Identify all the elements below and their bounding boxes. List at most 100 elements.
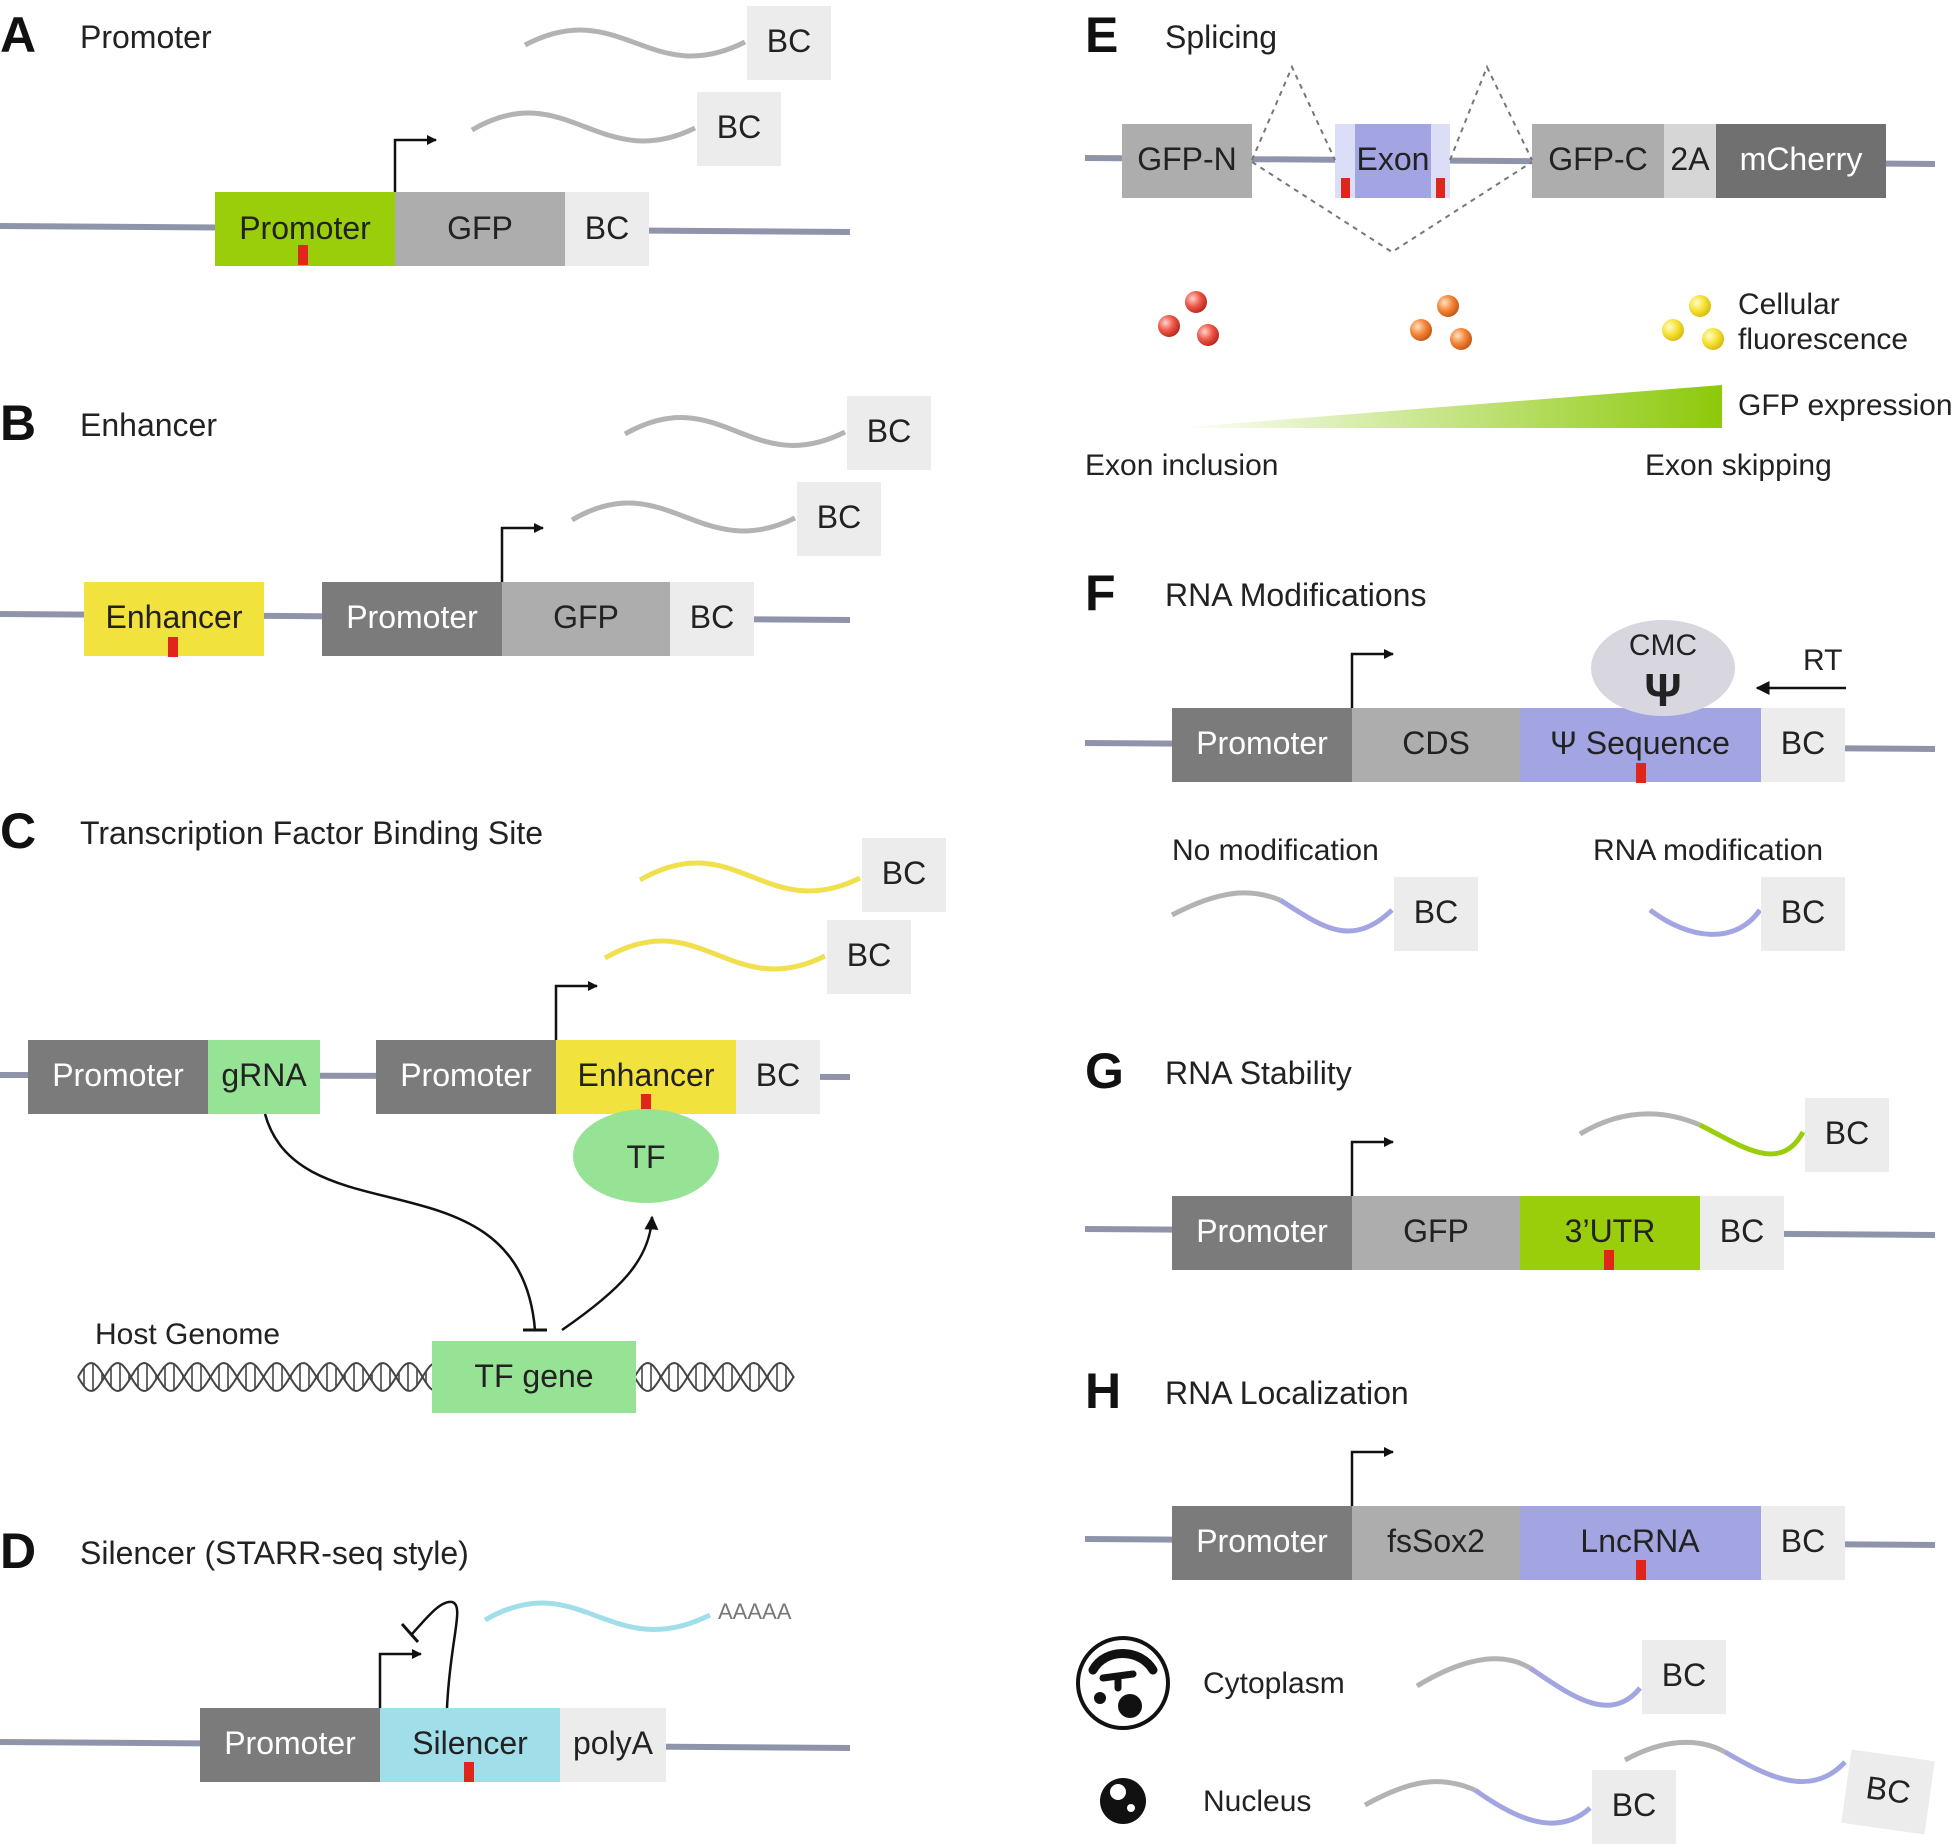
- barcode-label: BC: [585, 210, 629, 246]
- promoter-label: Promoter: [1196, 725, 1328, 761]
- transcript-barcode-label: BC: [717, 109, 761, 145]
- transcript-barcode: [827, 920, 911, 994]
- panel-letter: D: [0, 1523, 36, 1579]
- promoter-block: [200, 1708, 380, 1782]
- transcript-wave: [470, 110, 697, 144]
- mutation-marker: [1636, 763, 1646, 783]
- transcript-wave: [1473, 1787, 1592, 1826]
- repression-bar: [400, 1623, 420, 1643]
- transcript-barcode-label: BC: [1662, 1657, 1706, 1693]
- panel-title: Silencer (STARR-seq style): [80, 1535, 469, 1571]
- polya-tail-label: AAAAA: [718, 1599, 792, 1624]
- transcription-start-arrow: [1350, 1447, 1394, 1506]
- transcript-barcode: [1761, 877, 1845, 951]
- barcode-block: [1761, 1506, 1845, 1580]
- transcript-barcode-label: BC: [767, 23, 811, 59]
- gfp-block: [1352, 1196, 1520, 1270]
- barcode-block: [670, 582, 754, 656]
- panel-f: F RNA Modifications Promoter CDS Ψ Seque…: [1084, 565, 1936, 951]
- gfp-label: GFP: [553, 599, 619, 635]
- transcript-wave: [483, 1600, 712, 1632]
- orange-fluorescence-cells: [1410, 295, 1472, 350]
- promoter-block: [28, 1040, 208, 1114]
- t2a-label: 2A: [1670, 141, 1710, 177]
- fssox2-block: [1352, 1506, 1520, 1580]
- transcript-wave: [1528, 1665, 1642, 1708]
- red-fluorescence-cells: [1158, 291, 1219, 346]
- panel-letter: E: [1085, 7, 1118, 63]
- no-modification-label: No modification: [1172, 834, 1379, 867]
- mutation-marker: [1341, 178, 1350, 198]
- promoter-label: Promoter: [400, 1057, 532, 1093]
- transcript-barcode: [747, 6, 831, 80]
- rt-label: RT: [1803, 644, 1842, 677]
- panel-title: RNA Stability: [1165, 1055, 1352, 1091]
- cmc-label: CMC: [1629, 629, 1697, 662]
- promoter-block: [376, 1040, 556, 1114]
- transcript-wave: [523, 27, 747, 59]
- nucleus-label: Nucleus: [1203, 1785, 1311, 1818]
- transcript-wave: [1278, 897, 1394, 934]
- transcript-wave: [1623, 1739, 1727, 1763]
- cds-block: [1352, 708, 1520, 782]
- cds-label: CDS: [1402, 725, 1470, 761]
- transcript-wave: [1698, 1122, 1806, 1157]
- panel-letter: G: [1085, 1043, 1124, 1099]
- exon-skipping-label: Exon skipping: [1645, 449, 1832, 482]
- mutation-marker: [464, 1762, 474, 1782]
- tf-label: TF: [626, 1139, 665, 1175]
- gfp-block: [395, 192, 565, 266]
- panel-e: E Splicing GFP-N Exon GFP-C 2A mCherry: [1084, 7, 1952, 482]
- barcode-label: BC: [1781, 725, 1825, 761]
- nucleus-icon: [1100, 1778, 1146, 1824]
- grna-block: [208, 1040, 320, 1114]
- panel-c: C Transcription Factor Binding Site Prom…: [0, 803, 946, 1413]
- psi-symbol: Ψ: [1644, 664, 1681, 716]
- mutation-marker: [168, 637, 178, 657]
- transcript-barcode-label: BC: [1781, 894, 1825, 930]
- silencer-repression-arc: [411, 1600, 459, 1709]
- panel-h: H RNA Localization Promoter fsSox2 LncRN…: [1076, 1363, 1936, 1844]
- transcription-factor: [573, 1109, 719, 1203]
- transcript-wave: [623, 415, 847, 448]
- transcript-wave: [1723, 1749, 1847, 1785]
- mutation-marker: [1436, 178, 1445, 198]
- promoter-label: Promoter: [1196, 1213, 1328, 1249]
- gfp-c-label: GFP-C: [1548, 141, 1648, 177]
- mutation-marker: [641, 1094, 651, 1114]
- barcode-label: BC: [1720, 1213, 1764, 1249]
- transcript-wave: [1363, 1779, 1476, 1808]
- transcript-barcode-label: BC: [1612, 1787, 1656, 1823]
- enhancer-label: Enhancer: [106, 599, 243, 635]
- gfp-c-block: [1532, 124, 1664, 198]
- transcript-barcode: [697, 92, 781, 166]
- cellular-fluorescence-label: Cellular fluorescence: [1738, 288, 1908, 356]
- psi-sequence-label: Ψ Sequence: [1550, 725, 1730, 761]
- mutation-marker: [1636, 1560, 1646, 1580]
- cellular-fluorescence-line: Cellular: [1738, 288, 1840, 321]
- barcode-label: BC: [690, 599, 734, 635]
- transcript-barcode: [1394, 877, 1478, 951]
- cellular-fluorescence-line: fluorescence: [1738, 323, 1908, 356]
- promoter-label: Promoter: [1196, 1523, 1328, 1559]
- promoter-block: [1172, 1506, 1352, 1580]
- barcode-label: BC: [756, 1057, 800, 1093]
- gfp-label: GFP: [1403, 1213, 1469, 1249]
- transcript-barcode: BC: [1841, 1749, 1935, 1835]
- transcript-barcode-label: BC: [867, 413, 911, 449]
- silencer-label: Silencer: [412, 1725, 528, 1761]
- polya-label: polyA: [573, 1725, 654, 1761]
- transcript-barcode-label: BC: [1825, 1115, 1869, 1151]
- mutation-marker: [298, 245, 308, 265]
- exon-block: [1355, 124, 1431, 198]
- inclusion-splice-left: [1251, 64, 1336, 161]
- enhancer-label: Enhancer: [578, 1057, 715, 1093]
- transcription-start-arrow: [500, 523, 544, 582]
- fssox2-label: fsSox2: [1387, 1523, 1485, 1559]
- lncrna-label: LncRNA: [1580, 1523, 1700, 1559]
- tf-gene-block: [432, 1341, 636, 1413]
- promoter-label: Promoter: [52, 1057, 184, 1093]
- mutation-marker: [1604, 1250, 1614, 1270]
- panel-title: Enhancer: [80, 407, 217, 443]
